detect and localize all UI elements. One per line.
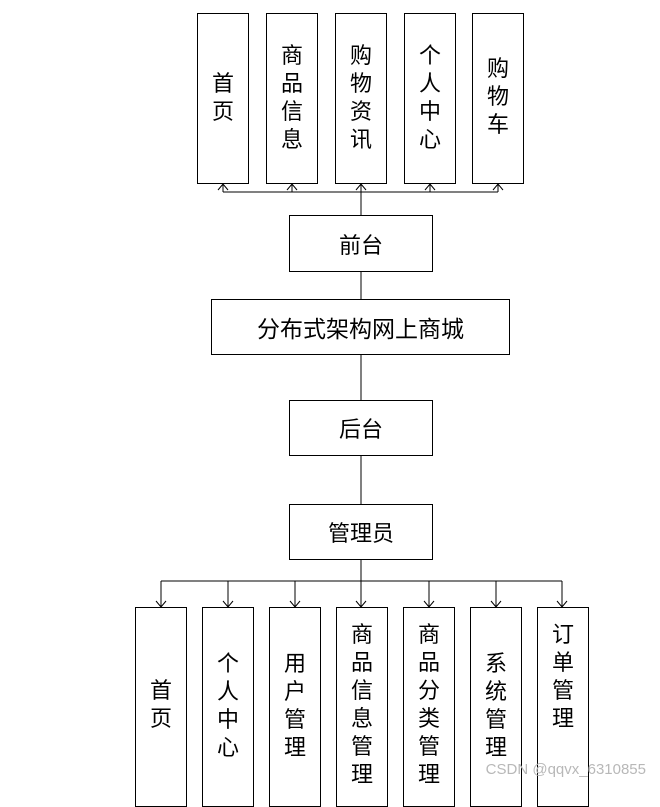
frontend-module-home: 首页 [197, 13, 249, 184]
watermark-text: CSDN @qqvx_6310855 [485, 761, 646, 778]
frontend-module-shopping-cart: 购物车 [472, 13, 524, 184]
backend-module-system-management: 系统管理 [470, 607, 522, 807]
backend-module-product-info-management: 商品信息管理 [336, 607, 388, 807]
backend-module-user-management: 用户管理 [269, 607, 321, 807]
connector-lines [155, 183, 568, 608]
backend-module-home: 首页 [135, 607, 187, 807]
frontend-module-shopping-news: 购物资讯 [335, 13, 387, 184]
admin-role-node: 管理员 [289, 504, 433, 560]
backend-node: 后台 [289, 400, 433, 456]
backend-module-personal-center: 个人中心 [202, 607, 254, 807]
frontend-module-product-info: 商品信息 [266, 13, 318, 184]
frontend-node: 前台 [289, 215, 433, 272]
backend-branches [160, 581, 563, 607]
backend-module-product-category-management: 商品分类管理 [403, 607, 455, 807]
root-node: 分布式架构网上商城 [211, 299, 510, 355]
frontend-branches [222, 184, 499, 192]
backend-module-order-management: 订单管理 [537, 607, 589, 807]
frontend-module-personal-center: 个人中心 [404, 13, 456, 184]
frontend-arrowheads [217, 183, 504, 191]
